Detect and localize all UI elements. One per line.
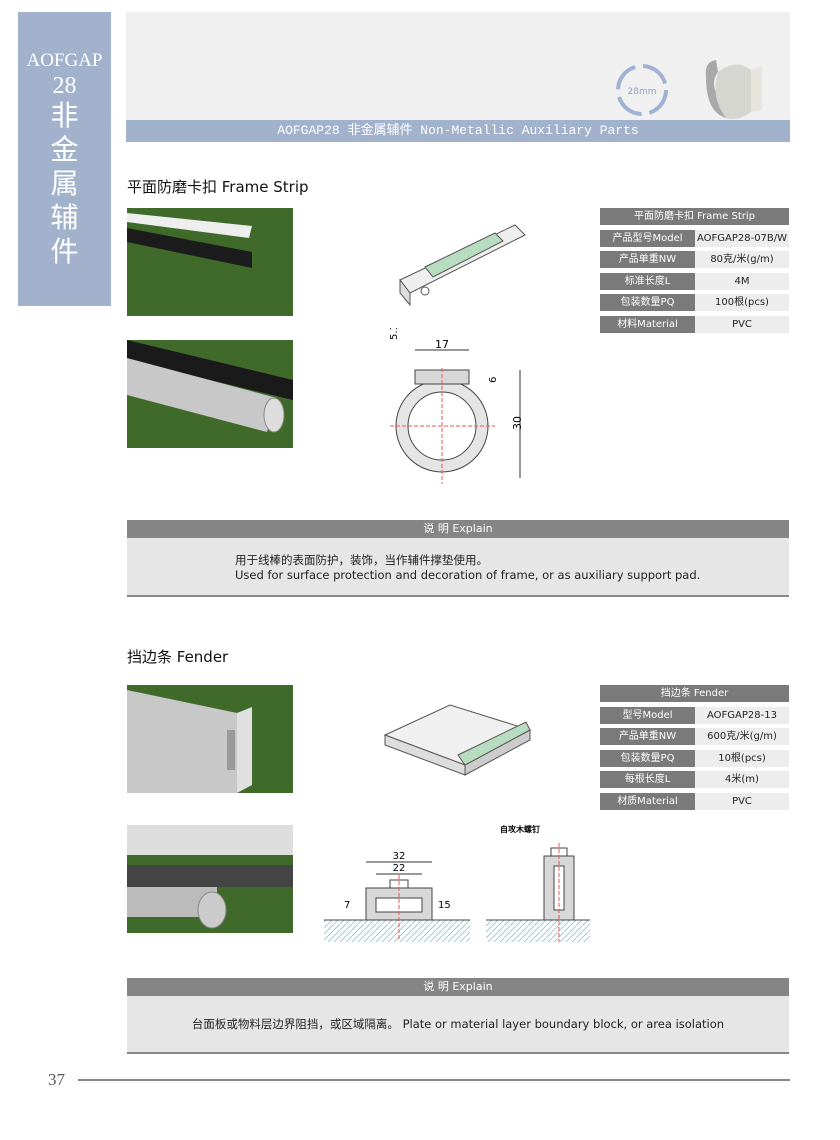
sidebar-line2: 28 xyxy=(52,73,77,99)
table-header: 挡边条 Fender xyxy=(600,685,789,702)
fender-photo-2 xyxy=(127,825,293,933)
sidebar-char: 件 xyxy=(50,237,79,268)
svg-text:28mm: 28mm xyxy=(628,87,657,97)
sidebar-char: 金 xyxy=(50,135,79,166)
svg-text:17: 17 xyxy=(435,338,449,351)
explain-cn: 用于线棒的表面防护，装饰，当作辅件撑垫使用。 xyxy=(235,553,488,567)
profile-badge-icon: 28mm xyxy=(616,64,668,116)
svg-text:自攻木螺钉: 自攻木螺钉 xyxy=(500,824,540,834)
footer-rule xyxy=(78,1079,790,1081)
header-banner: 28mm xyxy=(126,12,790,120)
explain-body: 用于线棒的表面防护，装饰，当作辅件撑垫使用。 Used for surface … xyxy=(127,538,789,597)
explain-text: 台面板或物料层边界阻挡，或区域隔离。 Plate or material lay… xyxy=(191,1017,725,1031)
profile-part-icon xyxy=(705,60,762,120)
explain-body: 台面板或物料层边界阻挡，或区域隔离。 Plate or material lay… xyxy=(127,996,789,1054)
sidebar-char: 非 xyxy=(50,101,79,132)
svg-text:30: 30 xyxy=(511,416,524,430)
svg-text:32: 32 xyxy=(393,851,406,862)
frame-strip-section-drawing: 17 5.16 6 30 xyxy=(389,328,524,484)
sidebar-line1: AOFGAP xyxy=(26,50,103,71)
svg-text:15: 15 xyxy=(438,900,451,911)
section-band: AOFGAP28 非金属辅件 Non-Metallic Auxiliary Pa… xyxy=(126,120,790,142)
fender-3d-drawing xyxy=(383,704,532,776)
svg-text:5.16: 5.16 xyxy=(389,328,400,340)
section-title-frame-strip: 平面防磨卡扣 Frame Strip xyxy=(127,178,309,196)
section-title-fender: 挡边条 Fender xyxy=(127,648,229,666)
page-number: 37 xyxy=(48,1070,65,1089)
svg-text:22: 22 xyxy=(393,863,406,874)
fender-screw-drawing: 自攻木螺钉 xyxy=(486,824,590,942)
explain-header: 说 明 Explain xyxy=(127,520,789,538)
svg-text:6: 6 xyxy=(488,377,499,383)
fender-photo-1 xyxy=(127,685,293,793)
sidebar-title-block: AOFGAP 28 非 金 属 辅 件 xyxy=(18,12,111,306)
explain-header: 说 明 Explain xyxy=(127,978,789,996)
explain-en: Used for surface protection and decorati… xyxy=(235,568,701,582)
table-header: 平面防磨卡扣 Frame Strip xyxy=(600,208,789,225)
frame-strip-3d-drawing xyxy=(399,224,526,307)
sidebar-char: 辅 xyxy=(50,203,79,234)
sidebar-char: 属 xyxy=(50,169,79,200)
frame-strip-photo-2 xyxy=(127,340,293,448)
svg-text:7: 7 xyxy=(344,900,350,911)
fender-section-drawing: 32 22 7 15 xyxy=(324,851,470,942)
frame-strip-photo-1 xyxy=(127,208,293,316)
